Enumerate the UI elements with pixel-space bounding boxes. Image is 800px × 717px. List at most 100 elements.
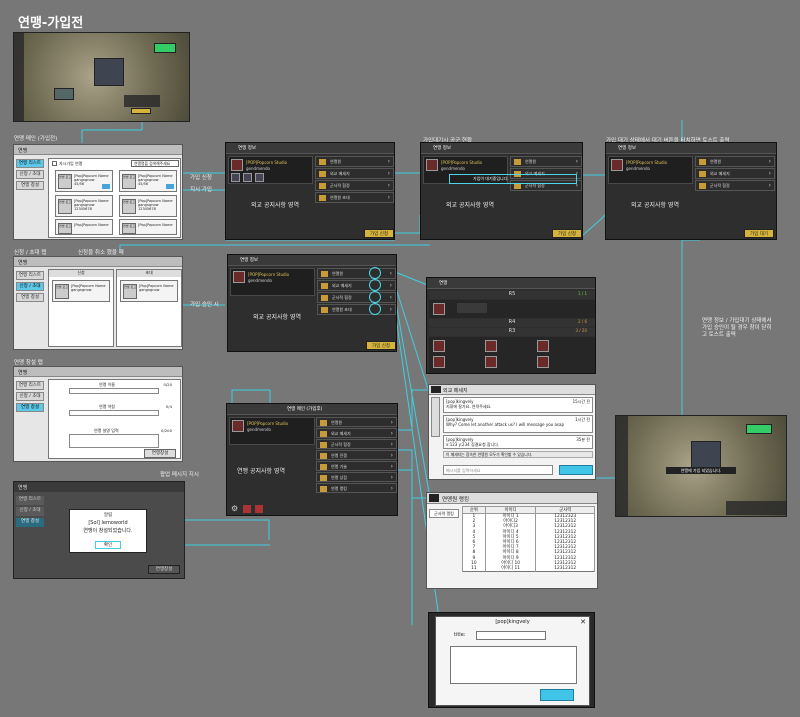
- menu-members[interactable]: 연맹원›: [316, 417, 397, 427]
- leave-icon[interactable]: [243, 505, 251, 513]
- menu-invite[interactable]: 연맹원 초대›: [317, 304, 396, 315]
- compose-body-input[interactable]: [450, 646, 577, 684]
- back-icon[interactable]: [431, 386, 441, 393]
- menu-members[interactable]: 연맹원›: [510, 156, 582, 167]
- search-input[interactable]: 연맹명을 검색해주세요: [131, 160, 179, 167]
- menu-foreign-message[interactable]: 외교 메세지›: [317, 280, 396, 291]
- notice-input[interactable]: [69, 434, 159, 448]
- alliance-card[interactable]: 연맹 로고 [Pop]Popcorn Name: [119, 219, 177, 235]
- card-sub: gangngnow: [74, 203, 95, 207]
- alliance-leader: gendmendo: [626, 166, 650, 171]
- member-avatar: [537, 356, 549, 368]
- create-button[interactable]: 연맹창설: [144, 449, 176, 458]
- message-input[interactable]: 메시지를 입력하세요: [443, 465, 553, 475]
- tab-apply-invite[interactable]: 신청 / 초대: [16, 170, 44, 179]
- menu-shop[interactable]: 연맹 상점›: [316, 472, 397, 482]
- screen-header: 연맹 정보: [240, 258, 258, 263]
- tab-alliance-list[interactable]: 연맹 리스트: [16, 271, 44, 280]
- tab-apply-invite[interactable]: 신청 / 초대: [16, 392, 44, 401]
- join-wait-button[interactable]: 가입 대기: [744, 229, 774, 238]
- group-r5[interactable]: R5: [429, 291, 595, 299]
- menu-members[interactable]: 연맹원›: [317, 268, 396, 279]
- menu-ranking[interactable]: 연맹 랭킹›: [316, 483, 397, 493]
- group-r4-count: 2 / 6: [578, 319, 587, 324]
- wait-toast-highlight: [449, 174, 577, 184]
- back-icon[interactable]: [429, 494, 439, 502]
- alliance-emblem: [232, 420, 244, 432]
- notice-area: 외교 공지사항 영역: [446, 202, 494, 209]
- label-main-before: 연맹 메인 (가입전): [14, 136, 58, 142]
- compose-title-input[interactable]: [476, 631, 546, 640]
- group-r4[interactable]: R4: [429, 319, 595, 327]
- name-label: 연맹 이름: [99, 382, 115, 387]
- popup-create-button[interactable]: 연맹창설: [148, 565, 180, 574]
- join-apply-button[interactable]: 가입 신청: [364, 229, 394, 238]
- label-create: 연맹 창설 탭: [14, 360, 43, 366]
- join-check-icon[interactable]: [166, 184, 174, 189]
- tab-military-ranking[interactable]: 군사력 랭킹: [429, 509, 459, 518]
- checkbox[interactable]: [52, 161, 57, 166]
- menu-members[interactable]: 연맹원›: [695, 156, 775, 167]
- screen-header: 연맹: [439, 281, 448, 286]
- menu-war[interactable]: 연맹 전쟁›: [316, 450, 397, 460]
- menu-foreign-message[interactable]: 외교 메세지›: [316, 428, 397, 438]
- label-apply-cancel: 신청을 취소 했을 때: [78, 250, 124, 256]
- join-apply-button[interactable]: 가입 신청: [366, 341, 396, 350]
- power-cell: 12312312: [535, 529, 595, 535]
- menu-military-pact[interactable]: 군사적 협정›: [316, 439, 397, 449]
- menu-military-pact[interactable]: 군사적 협정›: [510, 180, 582, 191]
- name-input[interactable]: [69, 388, 159, 394]
- member-avatar: [433, 303, 445, 315]
- compose-screen: [pop]kingvely ✕ title:: [428, 612, 595, 708]
- power-cell: 12312323: [535, 513, 595, 520]
- menu-foreign-message[interactable]: 외교 메세지›: [315, 168, 394, 179]
- tab-create[interactable]: 연맹 창설: [16, 181, 44, 190]
- create-form: 연맹 이름 0/20 연맹 약칭 0/4 연맹 설명 입력 0/200: [48, 379, 181, 459]
- tab-create[interactable]: 연맹 창설: [16, 518, 44, 527]
- id-cell: 아이디 11: [484, 566, 537, 572]
- alliance-card[interactable]: 연맹 로고 [Pop]Popcorn Name: [55, 219, 113, 235]
- tab-alliance-list[interactable]: 연맹 리스트: [16, 381, 44, 390]
- menu-invite[interactable]: 연맹원 초대›: [315, 192, 394, 203]
- tab-create[interactable]: 연맹 창설: [16, 403, 44, 412]
- close-icon[interactable]: ✕: [580, 618, 586, 626]
- join-apply-button[interactable]: 가입 신청: [552, 229, 582, 238]
- menu-military-pact[interactable]: 군사적 협정›: [695, 180, 775, 191]
- label-apply-invite: 신청 / 초대 탭: [14, 250, 47, 256]
- power-cell: 12312312: [535, 524, 595, 530]
- menu-military-pact[interactable]: 군사적 협정›: [317, 292, 396, 303]
- mail-icon[interactable]: [255, 505, 263, 513]
- tab-alliance-list[interactable]: 연맹 리스트: [16, 159, 44, 168]
- tag-input[interactable]: [69, 410, 159, 416]
- tab-apply-invite[interactable]: 신청 / 초대: [16, 282, 44, 291]
- menu-tech[interactable]: 연맹 기술›: [316, 461, 397, 471]
- popup-ok-button[interactable]: 확인: [95, 541, 121, 549]
- col-power: 군사력: [535, 506, 595, 514]
- gear-icon[interactable]: ⚙: [231, 504, 239, 513]
- mock-header: 연맹: [14, 257, 182, 267]
- menu-members[interactable]: 연맹원›: [315, 156, 394, 167]
- send-button[interactable]: [559, 465, 593, 475]
- tab-create[interactable]: 연맹 창설: [16, 293, 44, 302]
- menu-foreign-message[interactable]: 외교 메세지›: [695, 168, 775, 179]
- menu-military-pact[interactable]: 군사적 협정›: [315, 180, 394, 191]
- alliance-main-after-screen: 연맹 메인 (가입후) [POP]Popcorn Studio gendmend…: [226, 403, 398, 516]
- join-check-icon[interactable]: [102, 184, 110, 189]
- apply-column-header: 신청: [49, 270, 113, 277]
- group-r3[interactable]: R3: [429, 328, 595, 336]
- send-button[interactable]: [540, 689, 574, 701]
- alliance-logo: 연맹 로고: [58, 174, 72, 189]
- tab-apply-invite[interactable]: 신청 / 초대: [16, 507, 44, 516]
- tab-alliance-list[interactable]: 연맹 리스트: [16, 496, 44, 505]
- card-title: [Pop]Popcorn Name: [74, 199, 109, 203]
- group-r3-members: [429, 337, 595, 373]
- foreign-message-panel: 외교 메세지 [pop]kingvely 지휘에 잘가요. 연락주세요. 15시…: [428, 384, 596, 480]
- join-button[interactable]: [131, 108, 151, 114]
